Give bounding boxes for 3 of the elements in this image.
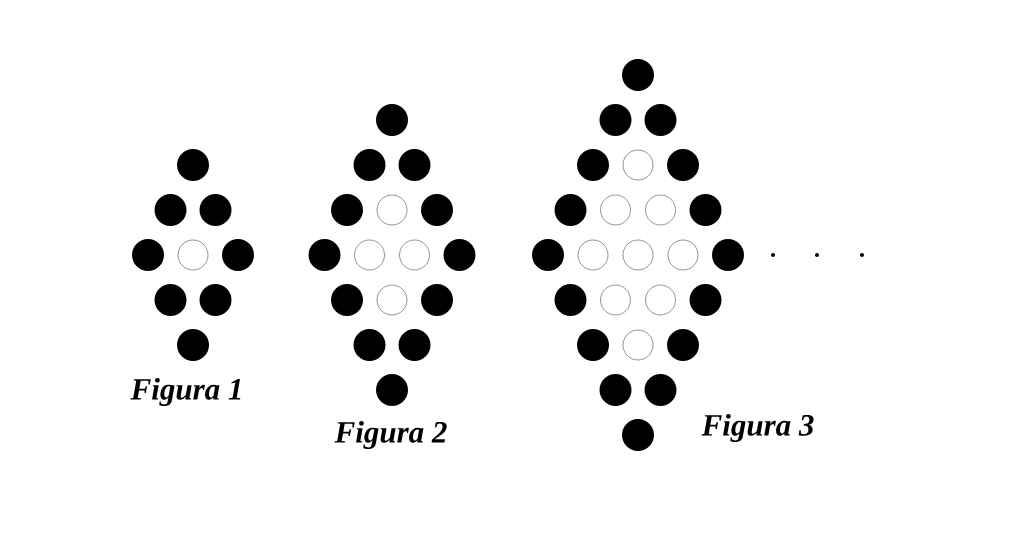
figure-label: Figura 3	[701, 413, 814, 443]
figure-label: Figura 1	[130, 377, 241, 407]
figure-label: Figura 2	[334, 420, 447, 450]
